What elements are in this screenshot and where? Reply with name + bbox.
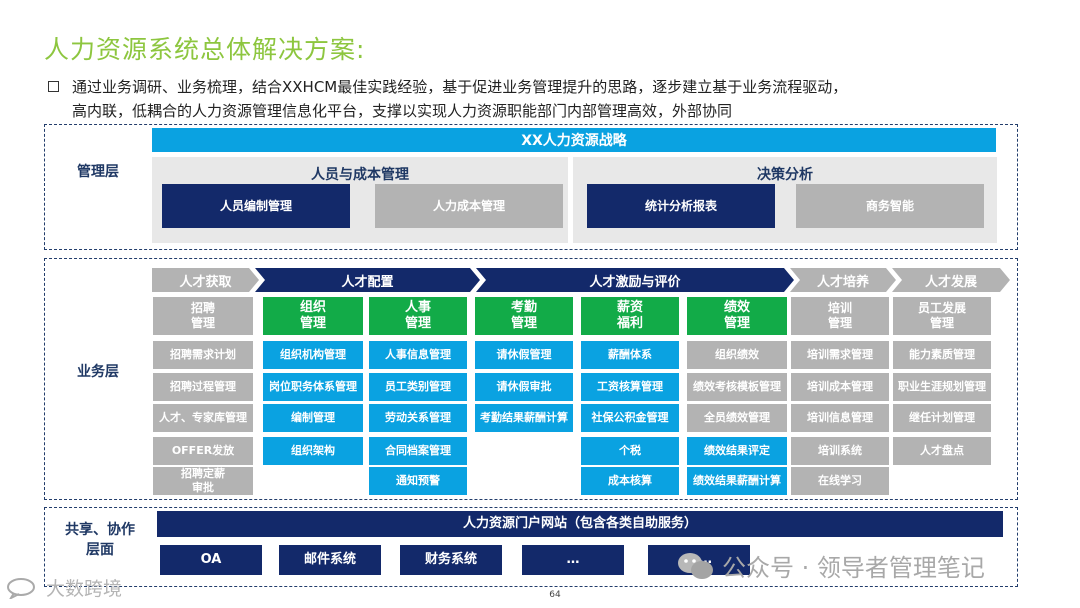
page-title: 人力资源系统总体解决方案: xyxy=(44,35,366,64)
stage-arrow: 人才激励与评价 xyxy=(476,268,794,292)
module-item: 人事信息管理 xyxy=(369,341,467,369)
module-item: 招聘需求计划 xyxy=(153,341,253,369)
stage-arrow: 人才配置 xyxy=(255,268,480,292)
module-item: 请休假管理 xyxy=(475,341,573,369)
business-layer-section xyxy=(44,258,1018,500)
module-item: 劳动关系管理 xyxy=(369,404,467,432)
module-item: 编制管理 xyxy=(263,404,363,432)
shared-system-box: … xyxy=(522,545,624,575)
stage-arrow: 人才发展 xyxy=(892,268,1010,292)
module-item: 考勤结果薪酬计算 xyxy=(475,404,573,432)
statistics-report-box: 统计分析报表 xyxy=(587,184,775,228)
shared-system-box: OA xyxy=(160,545,262,575)
watermark-right-text: 公众号 · 领导者管理笔记 xyxy=(722,554,985,582)
decision-analysis-title: 决策分析 xyxy=(757,167,813,183)
module-item: 绩效结果评定 xyxy=(687,437,787,465)
module-item: 继任计划管理 xyxy=(893,404,991,432)
module-item: 员工类别管理 xyxy=(369,373,467,401)
module-item: 通知预警 xyxy=(369,467,467,495)
module-item: 绩效结果薪酬计算 xyxy=(687,467,787,495)
module-item: 招聘定薪 审批 xyxy=(153,467,253,495)
module-item: 培训信息管理 xyxy=(791,404,889,432)
cost-management-title: 人员与成本管理 xyxy=(311,167,409,183)
stage-arrow: 人才获取 xyxy=(152,268,259,292)
module-item: 培训系统 xyxy=(791,437,889,465)
shared-system-box: 邮件系统 xyxy=(279,545,381,575)
management-layer-section xyxy=(44,124,1018,250)
module-item: 培训需求管理 xyxy=(791,341,889,369)
module-header: 培训 管理 xyxy=(791,297,889,335)
module-item: 组织绩效 xyxy=(687,341,787,369)
module-item: 培训成本管理 xyxy=(791,373,889,401)
module-item: 请休假审批 xyxy=(475,373,573,401)
hr-portal-bar: 人力资源门户网站（包含各类自助服务） xyxy=(157,511,1003,537)
module-item: 在线学习 xyxy=(791,467,889,495)
module-header: 薪资 福利 xyxy=(581,297,679,335)
module-header: 考勤 管理 xyxy=(475,297,573,335)
module-item: 个税 xyxy=(581,437,679,465)
headcount-management-box: 人员编制管理 xyxy=(162,184,350,228)
module-item: 岗位职务体系管理 xyxy=(263,373,363,401)
module-item: OFFER发放 xyxy=(153,437,253,465)
shared-layer-label: 共享、协作 层面 xyxy=(65,522,135,558)
module-item: 人才盘点 xyxy=(893,437,991,465)
module-item: 薪酬体系 xyxy=(581,341,679,369)
module-header: 组织 管理 xyxy=(263,297,363,335)
module-item: 社保公积金管理 xyxy=(581,404,679,432)
module-item: 能力素质管理 xyxy=(893,341,991,369)
watermark-left: 大数跨境 xyxy=(6,574,122,601)
business-intelligence-box: 商务智能 xyxy=(796,184,984,228)
checkbox-bullet-icon xyxy=(48,81,59,92)
module-header: 绩效 管理 xyxy=(687,297,787,335)
management-layer-label: 管理层 xyxy=(77,164,119,180)
intro-line-1: 通过业务调研、业务梳理，结合XXHCM最佳实践经验，基于促进业务管理提升的思路，… xyxy=(72,78,848,96)
shared-layer-section xyxy=(44,507,1018,587)
module-item: 成本核算 xyxy=(581,467,679,495)
wechat-icon xyxy=(678,552,713,579)
watermark-left-text: 大数跨境 xyxy=(46,578,123,600)
strategy-bar: XX人力资源战略 xyxy=(152,128,996,152)
chat-bubble-icon xyxy=(7,577,35,599)
module-header: 招聘 管理 xyxy=(153,297,253,335)
module-item: 工资核算管理 xyxy=(581,373,679,401)
module-item: 招聘过程管理 xyxy=(153,373,253,401)
business-layer-label: 业务层 xyxy=(77,364,119,380)
stage-arrow: 人才培养 xyxy=(790,268,896,292)
module-item: 全员绩效管理 xyxy=(687,404,787,432)
watermark-right: 公众号 · 领导者管理笔记 xyxy=(676,548,985,583)
module-item: 绩效考核模板管理 xyxy=(687,373,787,401)
module-item: 组织架构 xyxy=(263,437,363,465)
labor-cost-management-box: 人力成本管理 xyxy=(375,184,563,228)
intro-line-2: 高内联，低耦合的人力资源管理信息化平台，支撑以实现人力资源职能部门内部管理高效，… xyxy=(72,102,733,120)
module-item: 组织机构管理 xyxy=(263,341,363,369)
module-item: 职业生涯规划管理 xyxy=(893,373,991,401)
shared-system-box: 财务系统 xyxy=(400,545,502,575)
module-header: 员工发展 管理 xyxy=(893,297,991,335)
module-item: 合同档案管理 xyxy=(369,437,467,465)
page-number: 64 xyxy=(549,590,561,600)
module-item: 人才、专家库管理 xyxy=(153,404,253,432)
module-header: 人事 管理 xyxy=(369,297,467,335)
